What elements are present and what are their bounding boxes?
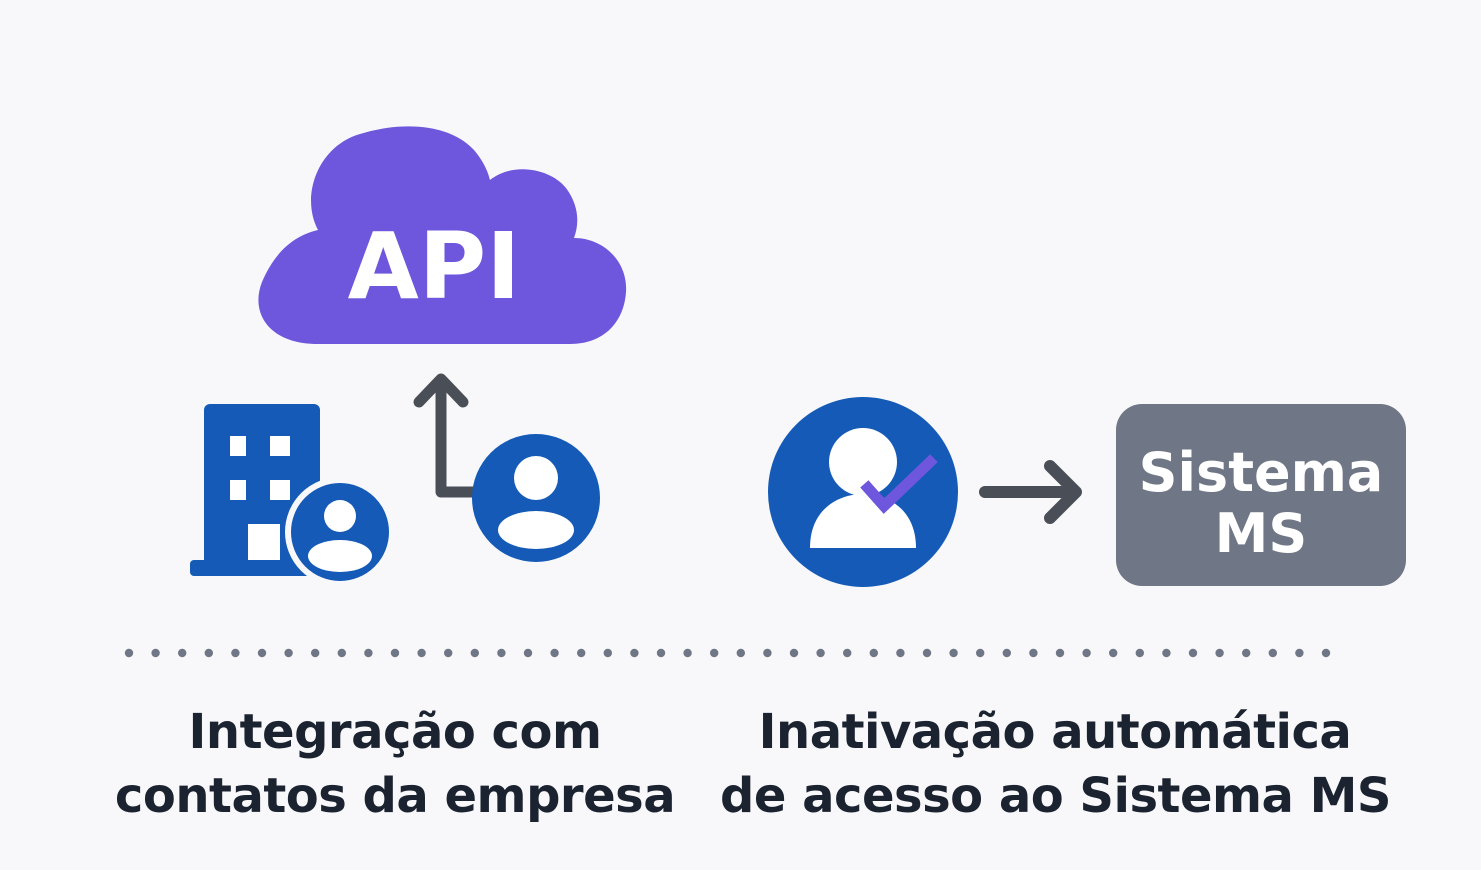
divider-dot: [151, 648, 160, 658]
caption-deactivation-line2: de acesso ao Sistema MS: [720, 768, 1391, 824]
cloud-icon: API: [258, 126, 627, 344]
divider-dot: [417, 648, 426, 658]
divider-dot: [124, 648, 134, 658]
divider-dot: [1055, 648, 1065, 658]
dotted-divider: [124, 648, 1331, 658]
arrow-up-icon: [413, 373, 480, 498]
divider-dot: [1242, 648, 1251, 658]
divider-dot: [736, 648, 745, 658]
divider-dot: [1162, 648, 1171, 658]
divider-dot: [231, 648, 240, 658]
divider-dot: [630, 648, 639, 658]
divider-dot: [550, 648, 559, 658]
divider-dot: [311, 648, 320, 658]
system-box-line2: MS: [1215, 502, 1308, 565]
arrow-right-icon: [979, 460, 1082, 524]
divider-dot: [1135, 648, 1145, 658]
divider-dot: [949, 648, 958, 658]
divider-dot: [497, 648, 506, 658]
divider-dot: [390, 648, 400, 658]
divider-dot: [284, 648, 293, 658]
caption-integration-line1: Integração com: [188, 704, 602, 760]
divider-dot: [470, 648, 479, 658]
user-circle-icon: [472, 434, 600, 562]
divider-dot: [763, 648, 772, 658]
system-box-line1: Sistema: [1139, 441, 1384, 504]
divider-dot: [1029, 648, 1038, 658]
divider-dot: [603, 648, 612, 658]
divider-dot: [337, 648, 346, 658]
user-badge-icon: [285, 477, 395, 587]
divider-dot: [204, 648, 213, 658]
divider-dot: [1082, 648, 1091, 658]
user-check-icon: [768, 397, 958, 587]
divider-dot: [1002, 648, 1011, 658]
divider-dot: [1215, 648, 1224, 658]
divider-dot: [656, 648, 666, 658]
divider-dot: [444, 648, 453, 658]
divider-dot: [896, 648, 905, 658]
divider-dot: [789, 648, 799, 658]
caption-integration: Integração com contatos da empresa: [95, 700, 695, 828]
divider-dot: [1268, 648, 1278, 658]
system-box: Sistema MS: [1116, 404, 1406, 586]
divider-dot: [577, 648, 586, 658]
divider-dot: [683, 648, 692, 658]
divider-dot: [1321, 648, 1331, 658]
divider-dot: [843, 648, 852, 658]
divider-dot: [178, 648, 187, 658]
divider-dot: [816, 648, 825, 658]
divider-dot: [523, 648, 533, 658]
cloud-label: API: [348, 213, 521, 320]
caption-deactivation-line1: Inativação automática: [758, 704, 1352, 760]
divider-dot: [364, 648, 373, 658]
divider-dot: [1188, 648, 1198, 658]
caption-deactivation: Inativação automática de acesso ao Siste…: [720, 700, 1391, 828]
divider-dot: [257, 648, 267, 658]
divider-dot: [1109, 648, 1118, 658]
divider-dot: [869, 648, 878, 658]
caption-integration-line2: contatos da empresa: [114, 768, 676, 824]
divider-dot: [922, 648, 932, 658]
divider-dot: [976, 648, 985, 658]
divider-dot: [710, 648, 719, 658]
divider-dot: [1295, 648, 1304, 658]
